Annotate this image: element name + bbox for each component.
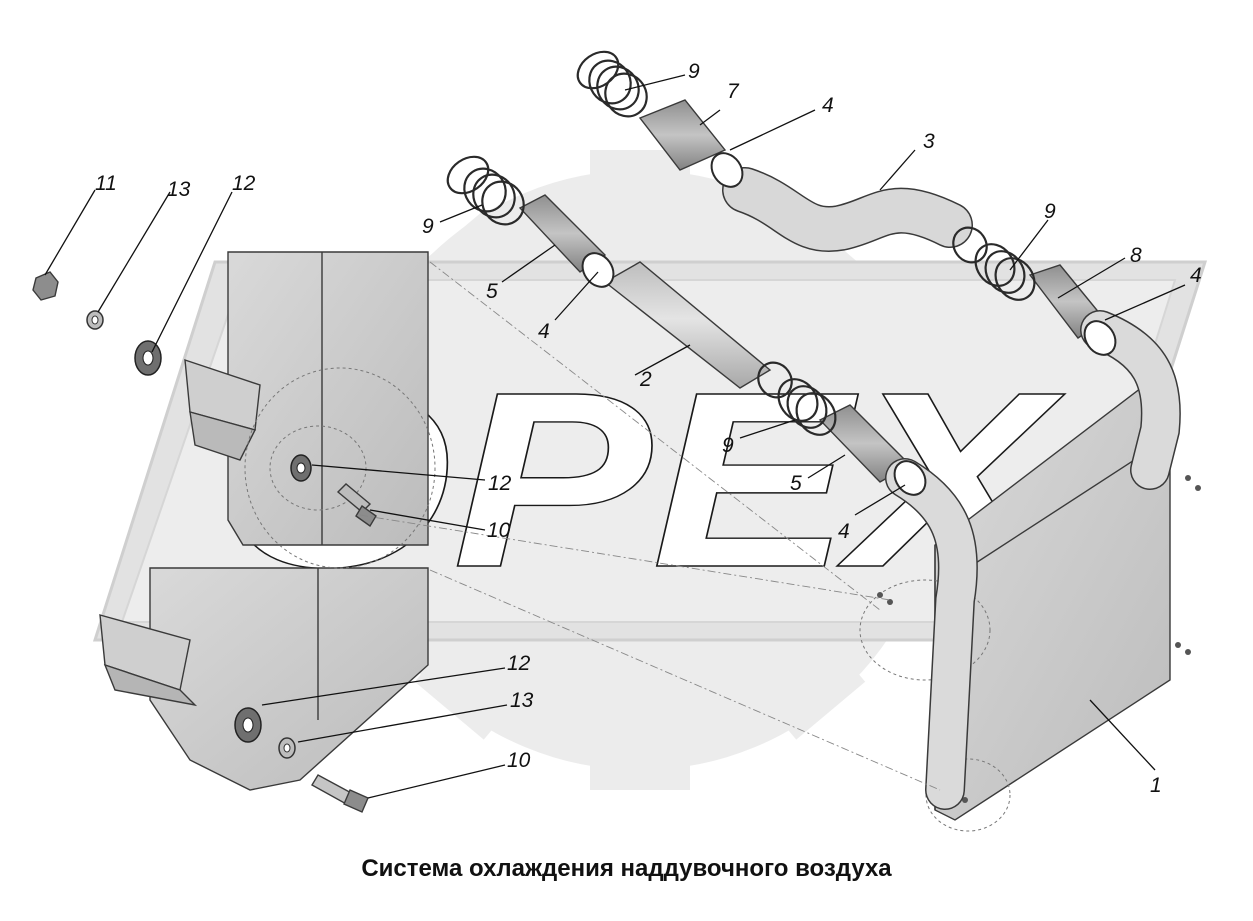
washer-13-top (86, 310, 104, 330)
callout-11: 11 (95, 172, 117, 195)
washer-13-bottom (278, 737, 296, 759)
callout-2: 2 (639, 368, 652, 391)
nut-11 (32, 271, 59, 301)
bolt-10-bottom (311, 774, 369, 813)
diagram-caption: Система охлаждения наддувочного воздуха (361, 855, 892, 882)
assembly-guides (359, 261, 941, 791)
clamp-9-left (446, 155, 525, 226)
callout-12-top: 12 (232, 172, 256, 195)
callout-numbers: 1 2 3 4 4 4 4 5 5 7 8 9 9 9 9 10 10 11 1… (95, 60, 1202, 797)
hose-7 (638, 99, 727, 171)
callout-7: 7 (727, 80, 740, 103)
callout-4-bottom: 4 (838, 520, 850, 543)
pipe-to-cooler-top (1080, 310, 1181, 490)
callout-1: 1 (1150, 774, 1162, 797)
clamp-9-right (952, 226, 1036, 301)
expansion-tank (99, 251, 436, 791)
callout-9-top: 9 (688, 60, 700, 83)
callout-4-top: 4 (822, 94, 834, 117)
callout-4-right: 4 (1190, 264, 1202, 287)
callout-12-bottom: 12 (507, 652, 531, 675)
pipe-2 (603, 261, 772, 389)
callout-5-left: 5 (486, 280, 498, 303)
callout-10-tank: 10 (487, 519, 511, 542)
callout-3: 3 (923, 130, 935, 153)
clamp-9-top (576, 50, 648, 118)
callout-13-top: 13 (167, 178, 191, 201)
washer-12-top (134, 340, 162, 376)
callout-5-right: 5 (790, 472, 802, 495)
callout-10-bottom: 10 (507, 749, 531, 772)
callout-9-right: 9 (1044, 200, 1056, 223)
callout-8: 8 (1130, 244, 1142, 267)
bolt-10-tank (336, 483, 377, 528)
callout-9-middle: 9 (722, 434, 734, 457)
pipe-3 (722, 167, 973, 252)
callout-9-left: 9 (422, 215, 434, 238)
callout-13-bottom: 13 (510, 689, 534, 712)
hose-5-upper (518, 194, 607, 273)
leader-lines (44, 74, 1186, 799)
washer-12-bottom (234, 707, 262, 743)
clamp-9-middle (757, 361, 837, 436)
washer-12-tank (290, 454, 312, 482)
callout-12-tank: 12 (488, 472, 512, 495)
callout-4-left: 4 (538, 320, 550, 343)
clamp-rings-4 (581, 152, 1117, 496)
